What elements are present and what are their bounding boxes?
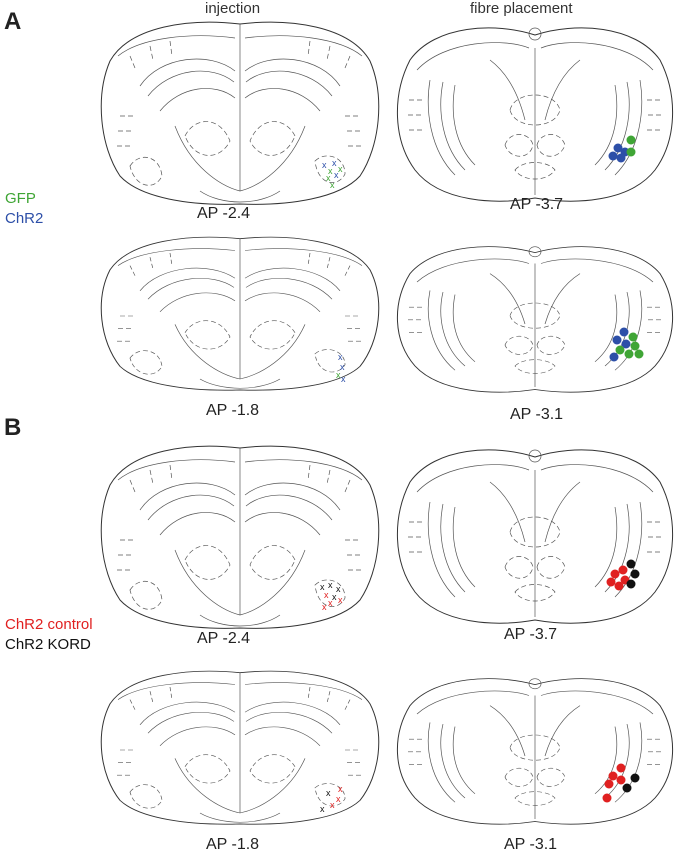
section-label-a-fib-1: AP -3.7	[510, 196, 564, 213]
svg-text:x: x	[338, 784, 343, 794]
svg-text:x: x	[328, 580, 333, 590]
fibre-dots-b-2	[602, 763, 640, 803]
svg-text:x: x	[341, 374, 346, 384]
svg-text:x: x	[338, 164, 343, 174]
section-label-b-inj-1: AP -2.4	[197, 630, 251, 647]
svg-text:x: x	[324, 590, 329, 600]
brain-section-a-injection-2: x x x x	[100, 236, 380, 391]
svg-text:x: x	[328, 598, 333, 608]
brain-section-a-injection-1: x x x x x x x	[100, 21, 380, 205]
section-label-b-fib-1: AP -3.7	[504, 626, 558, 643]
column-header-injection: injection	[205, 0, 261, 17]
brain-section-a-fibre-2	[396, 246, 674, 393]
brain-section-b-fibre-1	[396, 449, 674, 624]
section-label-a-fib-2: AP -3.1	[510, 406, 564, 423]
svg-text:x: x	[330, 180, 335, 190]
svg-text:x: x	[332, 158, 337, 168]
section-label-a-inj-1: AP -2.4	[197, 205, 251, 222]
panel-letter-a: A	[4, 8, 22, 35]
section-label-b-fib-2: AP -3.1	[504, 836, 558, 853]
brain-section-b-injection-1: x x x x x x x x	[100, 445, 380, 629]
svg-text:x: x	[336, 584, 341, 594]
legend-chr2-control: ChR2 control	[5, 616, 93, 633]
svg-text:x: x	[320, 582, 325, 592]
panel-letter-b: B	[4, 414, 22, 441]
svg-text:x: x	[330, 800, 335, 810]
svg-text:x: x	[322, 602, 327, 612]
column-header-fibre: fibre placement	[470, 0, 573, 17]
fibre-dots-a-2	[609, 327, 644, 362]
brain-section-a-fibre-1	[396, 27, 674, 202]
svg-text:x: x	[336, 794, 341, 804]
fibre-dots-a-1	[608, 135, 636, 163]
svg-text:x: x	[340, 362, 345, 372]
injection-marks-b-1: x x x x x x x x	[320, 580, 343, 612]
legend-chr2-kord: ChR2 KORD	[5, 636, 91, 653]
brain-section-b-fibre-2	[396, 678, 674, 825]
injection-marks-a-1: x x x x x x x	[322, 158, 343, 190]
section-label-a-inj-2: AP -1.8	[206, 402, 260, 419]
brain-section-b-injection-2: x x x x x	[100, 670, 380, 825]
svg-text:x: x	[338, 595, 343, 605]
fibre-dots-b-1	[606, 559, 640, 591]
section-label-b-inj-2: AP -1.8	[206, 836, 260, 853]
svg-text:x: x	[328, 166, 333, 176]
legend-chr2: ChR2	[5, 210, 44, 227]
svg-text:x: x	[338, 352, 343, 362]
svg-text:x: x	[326, 788, 331, 798]
injection-marks-a-2: x x x x	[336, 352, 346, 384]
injection-marks-b-2: x x x x x	[320, 784, 343, 814]
svg-text:x: x	[320, 804, 325, 814]
legend-gfp: GFP	[5, 190, 36, 207]
svg-text:x: x	[336, 370, 341, 380]
svg-text:x: x	[322, 160, 327, 170]
svg-text:x: x	[334, 170, 339, 180]
svg-text:x: x	[332, 592, 337, 602]
svg-text:x: x	[326, 173, 331, 183]
